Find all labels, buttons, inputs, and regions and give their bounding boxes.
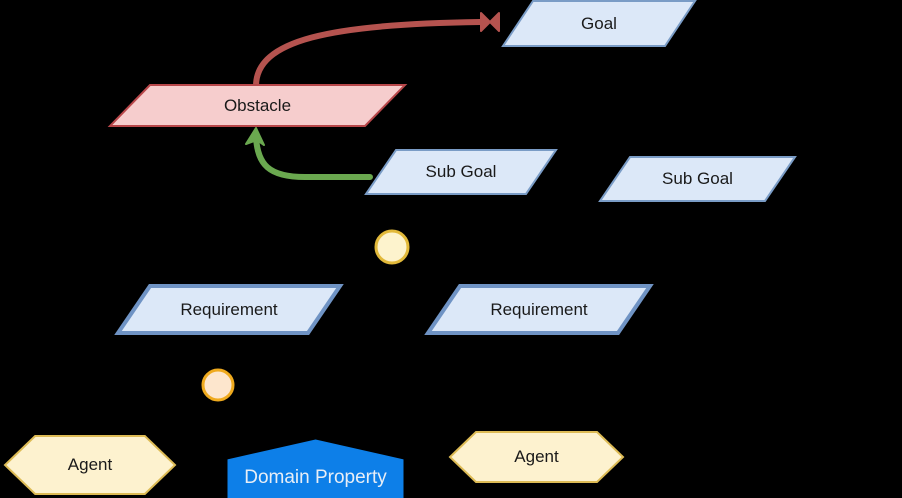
node-requirement-right[interactable]: [424, 284, 654, 335]
obstruction-marker-icon: [480, 12, 500, 32]
node-obstacle[interactable]: [107, 84, 408, 127]
node-refinement-node-upper[interactable]: [374, 229, 410, 265]
node-requirement-left[interactable]: [114, 284, 344, 335]
node-agent-left[interactable]: [3, 435, 177, 495]
node-goal[interactable]: [501, 0, 697, 47]
node-subgoal-left[interactable]: [364, 149, 558, 195]
node-refinement-node-lower[interactable]: [201, 368, 235, 402]
node-subgoal-right[interactable]: [598, 156, 797, 202]
edge-path: [253, 135, 373, 180]
resolution-arrowhead-icon: [245, 127, 265, 146]
edge-obstruction[interactable]: [253, 12, 500, 89]
edge-path: [253, 19, 483, 89]
edge-resolution[interactable]: [245, 127, 373, 180]
node-agent-right[interactable]: [448, 431, 625, 483]
node-domain-property[interactable]: [227, 439, 404, 498]
